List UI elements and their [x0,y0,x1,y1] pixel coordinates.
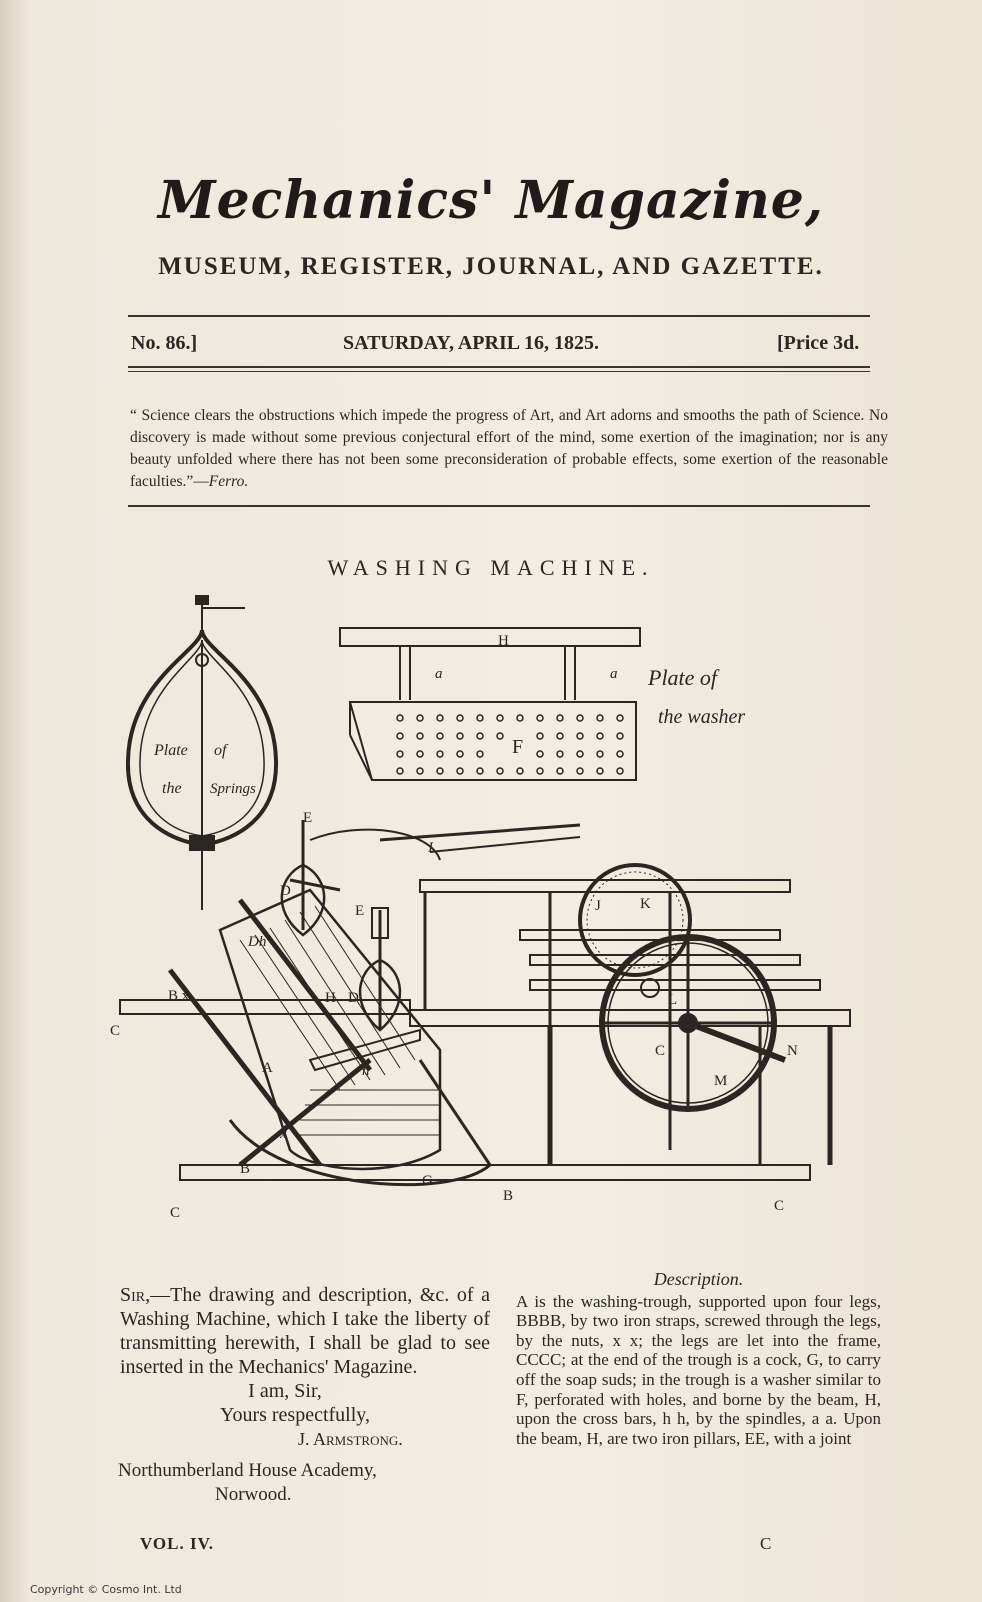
letter-body: Sir,—The drawing and description, &c. of… [120,1283,490,1379]
fig-letter-C-bottom-right: C [774,1198,784,1214]
fig-letter-B-right: B [503,1188,513,1204]
issue-rule-2 [128,371,870,372]
fig-letter-a-right: a [610,666,618,682]
motto-text: “ Science clears the obstructions which … [130,407,888,490]
letter-address-2: Norwood. [215,1484,292,1505]
letter-signature: J. Armstrong. [298,1429,403,1449]
spring-plate-drawing [125,595,279,910]
fig-letter-M: M [714,1073,727,1089]
issue-price: [Price 3d. [777,332,860,354]
issue-date: SATURDAY, APRIL 16, 1825. [343,332,599,354]
washer-plate-label-2: the washer [658,706,745,728]
fig-letter-B-left: B [240,1161,250,1177]
fig-letter-I: I [427,840,434,856]
fig-letter-D-lower: D [348,990,359,1006]
letter-column: Sir,—The drawing and description, &c. of… [118,1283,490,1507]
fig-letter-Dh: Dh [247,934,266,950]
letter-address-1: Northumberland House Academy, [118,1460,377,1481]
fig-letter-A: A [262,1060,273,1076]
fig-letter-F: F [512,736,523,758]
fig-letter-H: H [498,633,509,649]
spring-plate-label-4: Springs [210,781,256,797]
fig-letter-N: N [787,1043,798,1059]
fig-letter-x: x [279,1126,287,1142]
motto-source: Ferro. [208,473,249,490]
masthead-title: Mechanics' Magazine, [158,170,824,231]
volume-mark: VOL. IV. [140,1534,214,1553]
top-rule [128,315,870,317]
masthead-subtitle: MUSEUM, REGISTER, JOURNAL, AND GAZETTE. [158,253,824,280]
spring-plate-label-1: Plate [153,742,188,759]
issue-number: No. 86.] [131,332,198,354]
issue-rule-1 [128,366,870,368]
fig-letter-a-left: a [435,666,443,682]
fig-letter-C-bottom-left: C [170,1205,180,1221]
motto-rule [128,505,870,507]
article-title: WASHING MACHINE. [327,555,655,580]
fig-letter-C-wheel: C [655,1043,665,1059]
washer-plate-drawing [339,627,641,781]
washer-plate-label-1: Plate of [647,665,720,690]
fig-letter-D-upper: D [280,883,291,899]
fig-letter-E-upper: E [303,810,312,826]
fig-letter-H-beam: H [325,990,336,1006]
description-heading: Description. [653,1269,744,1289]
motto: “ Science clears the obstructions which … [130,405,888,493]
description-column: Description. A is the washing-trough, su… [516,1269,881,1448]
machine-drawing [119,820,851,1187]
signature-mark: C [760,1534,772,1553]
fig-letter-h: h [362,1063,370,1079]
spring-plate-label-2: of [214,742,229,759]
fig-letter-C-left: C [110,1023,120,1039]
washing-machine-engraving: Plate of the Springs Plate of the washer… [110,595,851,1221]
fig-letter-J: J [595,898,601,914]
fig-letter-G: G [422,1173,433,1189]
spring-plate-label-3: the [162,780,182,797]
description-text: A is the washing-trough, supported upon … [516,1291,881,1448]
fig-letter-K: K [640,896,651,912]
fig-letter-E-lower: E [355,903,364,919]
fig-letter-Bx: B x [168,988,190,1004]
fig-letter-L: L [668,992,677,1008]
letter-salutation: Sir, [120,1284,151,1306]
letter-closing-2: Yours respectfully, [220,1404,370,1426]
letter-text: —The drawing and description, &c. of a W… [120,1284,490,1378]
letter-closing-1: I am, Sir, [248,1380,322,1402]
copyright-notice: Copyright © Cosmo Int. Ltd [30,1583,182,1596]
